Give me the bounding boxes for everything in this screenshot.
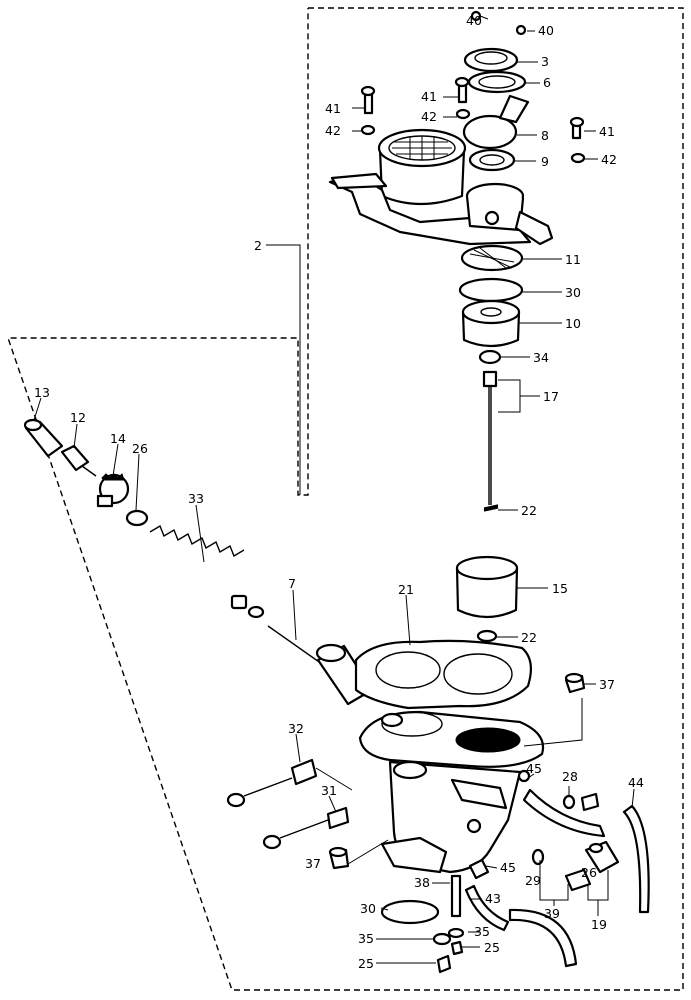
callout-42-right: 42	[601, 152, 617, 167]
callout-31: 31	[321, 783, 337, 798]
part-2-upper-body	[328, 128, 554, 246]
callout-21: 21	[398, 582, 414, 597]
callout-26-left: 26	[132, 441, 148, 456]
callout-32: 32	[288, 721, 304, 736]
callout-43: 43	[485, 891, 501, 906]
part-25-nuts	[436, 940, 464, 974]
callout-40-right: 40	[538, 23, 554, 38]
callout-8: 8	[541, 128, 549, 143]
callout-9: 9	[541, 154, 549, 169]
part-43-hose	[464, 884, 510, 932]
part-17-needle-assembly	[482, 370, 498, 505]
callout-19: 19	[591, 917, 607, 932]
part-21-gasket	[354, 639, 533, 710]
callout-42-left: 42	[325, 123, 341, 138]
part-26-nozzle	[584, 840, 620, 874]
part-26-o-ring-left	[125, 509, 149, 527]
part-34-nut	[478, 349, 502, 365]
callout-25-left: 25	[358, 956, 374, 971]
callout-40-left: 40	[466, 13, 482, 28]
callout-11: 11	[565, 252, 581, 267]
part-8-diaphragm	[462, 94, 530, 150]
callout-34: 34	[533, 350, 549, 365]
part-main-body	[358, 710, 545, 874]
part-41-screws	[360, 76, 585, 140]
part-38-stud	[450, 874, 462, 918]
part-37-plugs	[328, 672, 586, 870]
callout-38: 38	[414, 875, 430, 890]
callout-41-left: 41	[325, 101, 341, 116]
part-31-mixture-screw	[262, 806, 350, 850]
callout-44: 44	[628, 775, 644, 790]
callouts: 40 40 3 6 41 42 41 42 8 41 9 42 2 11 30 …	[34, 13, 644, 971]
callout-35-right: 35	[474, 924, 490, 939]
callout-37-lower: 37	[305, 856, 321, 871]
callout-41-right: 41	[599, 124, 615, 139]
callout-6: 6	[543, 75, 551, 90]
callout-2: 2	[254, 238, 262, 253]
part-39-hose	[508, 908, 578, 968]
callout-22-lower: 22	[521, 630, 537, 645]
callout-17: 17	[543, 389, 559, 404]
callout-28: 28	[562, 769, 578, 784]
part-13-banjo-fitting	[23, 418, 64, 458]
part-30-o-ring-upper	[458, 277, 524, 303]
callout-26-right: 26	[581, 865, 597, 880]
callout-3: 3	[541, 54, 549, 69]
callout-42-mid: 42	[421, 109, 437, 124]
callout-13: 13	[34, 385, 50, 400]
callout-22-upper: 22	[521, 503, 537, 518]
part-fuel-hose-upper	[522, 788, 606, 838]
part-45-clips	[468, 769, 531, 880]
part-33-hardware	[230, 594, 265, 619]
part-6-gasket	[467, 70, 527, 94]
part-33-spring	[149, 524, 245, 558]
callout-35-left: 35	[358, 931, 374, 946]
callout-33: 33	[188, 491, 204, 506]
callout-45-lower: 45	[500, 860, 516, 875]
part-29-joint	[531, 848, 592, 892]
callout-30-upper: 30	[565, 285, 581, 300]
part-40-screws	[470, 10, 527, 36]
callout-12: 12	[70, 410, 86, 425]
callout-45-upper: 45	[526, 761, 542, 776]
callout-37-upper: 37	[599, 677, 615, 692]
callout-39: 39	[544, 906, 560, 921]
callout-15: 15	[552, 581, 568, 596]
leader-lines	[33, 15, 635, 964]
callout-29: 29	[525, 873, 541, 888]
callout-30-lower: 30	[360, 901, 376, 916]
part-15-piston	[455, 555, 519, 619]
part-3-cover	[463, 47, 519, 73]
callout-41-mid: 41	[421, 89, 437, 104]
callout-14: 14	[110, 431, 126, 446]
part-12-bolt	[60, 444, 97, 477]
callout-25-right: 25	[484, 940, 500, 955]
part-30-o-ring-lower	[380, 899, 440, 925]
part-22-springs	[476, 504, 499, 643]
assembly-boundary	[7, 7, 684, 991]
part-42-washers	[360, 108, 586, 164]
part-44-hose	[622, 804, 650, 914]
part-28-clip	[562, 792, 600, 812]
part-11-float-valve-plate	[460, 244, 524, 272]
part-9-spring-plate	[468, 148, 516, 172]
part-35-washers	[432, 927, 465, 946]
part-10-float-chamber	[461, 299, 521, 348]
callout-7: 7	[288, 576, 296, 591]
callout-10: 10	[565, 316, 581, 331]
part-32-idle-screw	[226, 758, 353, 808]
part-14-knob	[96, 473, 130, 508]
